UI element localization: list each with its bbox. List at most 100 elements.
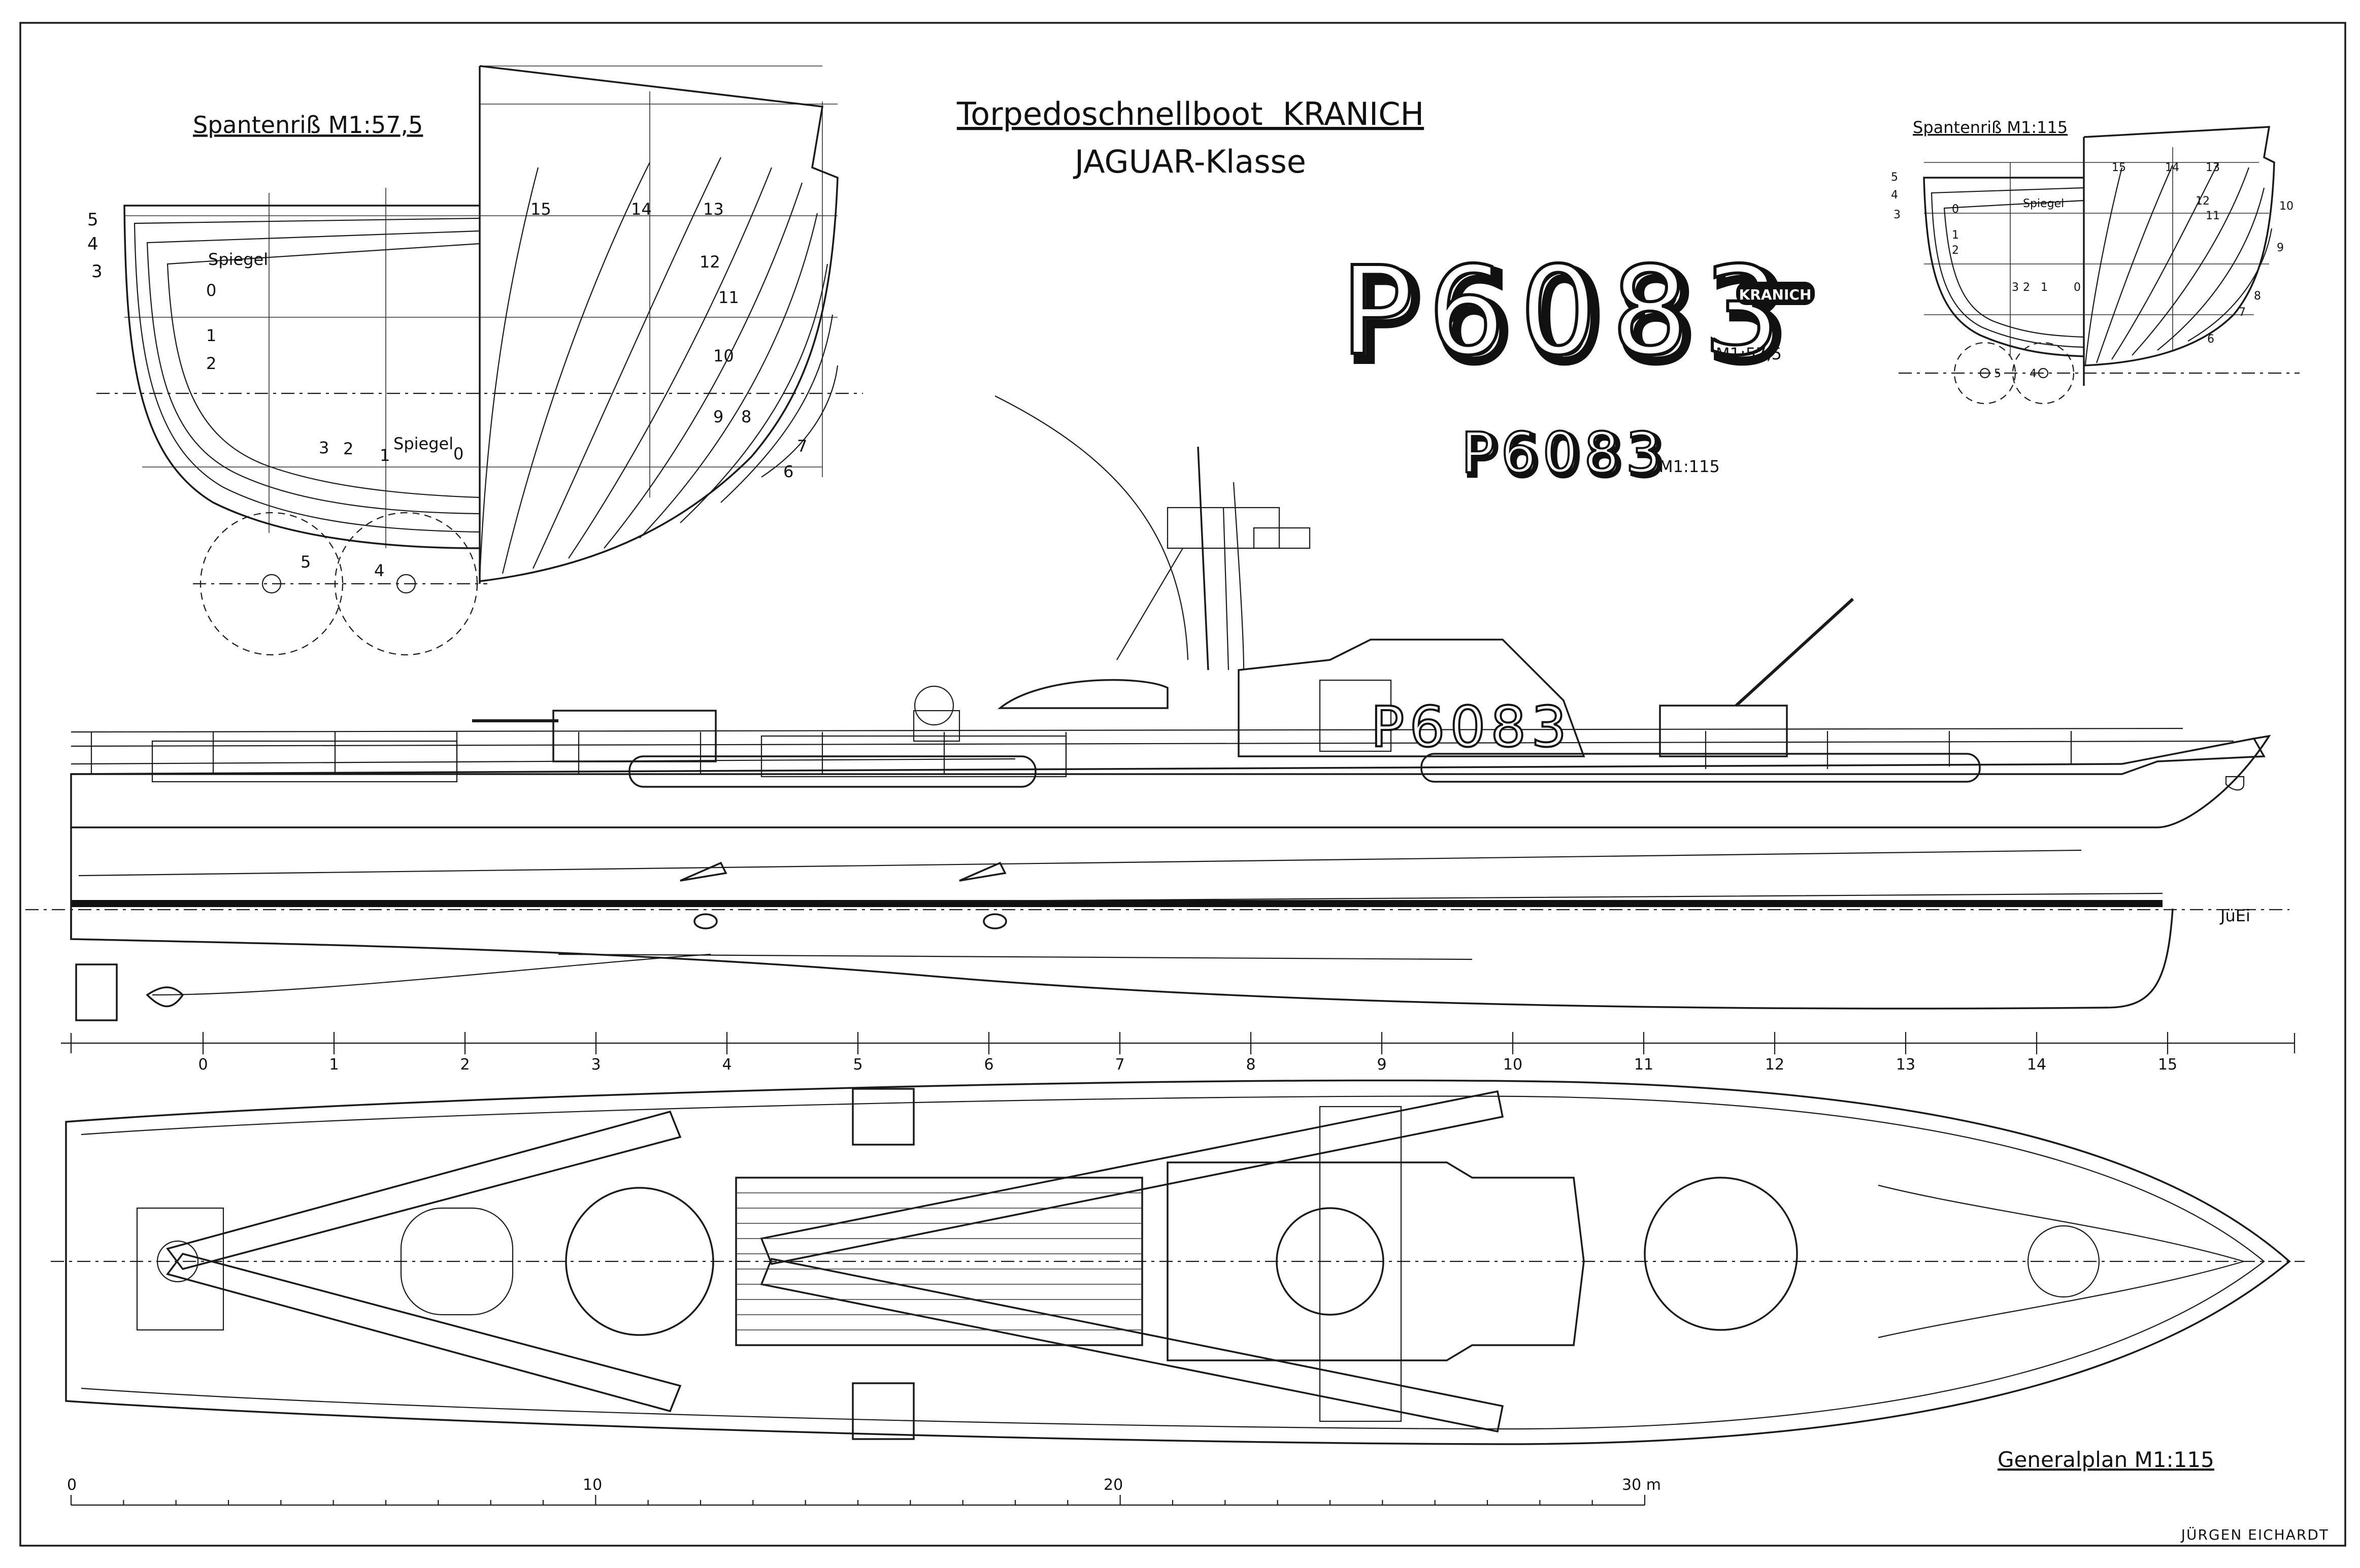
- scale-bar-30: 30 m: [1622, 1476, 1661, 1494]
- body-plan-large-lower-4: 4: [374, 561, 384, 580]
- frame-station-label: 4: [722, 1056, 732, 1074]
- frame-station-label: 5: [853, 1056, 862, 1074]
- plan-bridge: [1167, 1161, 1585, 1361]
- hull-number-large: P6083: [1340, 240, 1795, 382]
- body-plan-small-fore-14: 14: [2165, 161, 2179, 174]
- title-line-2: JAGUAR-Klasse: [1073, 143, 1306, 180]
- title-line-1: Torpedoschnellboot KRANICH: [956, 95, 1424, 132]
- body-plan-small-label-0: 0: [1952, 203, 1959, 216]
- body-plan-small-fore-9: 9: [2277, 242, 2284, 254]
- hull-number-small-shadow: P6083: [1464, 423, 1670, 488]
- plan-torpedo-tube-port-fore: [760, 1090, 1504, 1265]
- body-plan-large-title: Spantenriß M1:57,5: [193, 111, 423, 139]
- body-plan-large-grid: [124, 65, 838, 548]
- profile-torpedo-tube-aft: [628, 755, 1037, 788]
- hull-number-large-scale: M1:57,5: [1716, 344, 1782, 363]
- body-plan-small-label-3: 3: [1893, 209, 1901, 221]
- body-plan-large-fore-section-8: [720, 314, 834, 503]
- profile-mast: [1197, 446, 1209, 671]
- frame-station-label: 1: [329, 1056, 339, 1074]
- profile-underwater-hull: [70, 908, 2174, 1010]
- body-plan-large-fore-15: 15: [530, 199, 551, 219]
- body-plan-large-aft-section-5: [123, 205, 480, 549]
- plan-engine-grating: [735, 1177, 1143, 1346]
- profile-fore-gun: [1659, 705, 1788, 757]
- body-plan-large-fore-12: 12: [700, 252, 720, 272]
- body-plan-small-lower-0: 0: [2074, 281, 2081, 294]
- scale-bar-0: 0: [67, 1476, 77, 1494]
- body-plan-large-fore-section-7: [761, 365, 839, 478]
- plan-torpedo-tube-stbd-fore: [760, 1257, 1504, 1433]
- profile-rudder: [75, 963, 118, 1021]
- body-plan-large-spiegel-lower: Spiegel: [393, 434, 453, 453]
- body-plan-small-label-1: 1: [1952, 229, 1959, 242]
- body-plan-large-fore-section-10: [639, 213, 818, 539]
- frame-station-label: 12: [1765, 1056, 1784, 1074]
- profile-bridge-panel: [1319, 679, 1392, 752]
- body-plan-large-lower-0: 0: [453, 444, 463, 463]
- plan-forward-hatch: [2027, 1225, 2100, 1298]
- body-plan-large-lower-5: 5: [301, 552, 311, 572]
- designer-mark: JüEi: [2219, 906, 2250, 925]
- frame-station-label: 6: [984, 1056, 993, 1074]
- body-plan-large-fore-section-14: [502, 162, 650, 574]
- body-plan-large-fore-section-15: [479, 167, 539, 579]
- body-plan-large-label-0: 0: [206, 281, 216, 300]
- body-plan-small-title: Spantenriß M1:115: [1913, 118, 2068, 137]
- body-plan-small-fore-12: 12: [2196, 195, 2210, 208]
- body-plan-large-fore-6: 6: [783, 462, 793, 481]
- nameplate-label: KRANICH: [1739, 286, 1812, 303]
- profile-propeller: [146, 986, 184, 1008]
- body-plan-small-fore-15: 15: [2112, 161, 2126, 174]
- body-plan-large-fore-13: 13: [703, 199, 724, 219]
- body-plan-small-spiegel: Spiegel: [2023, 197, 2064, 210]
- plan-torpedo-tube-stbd-aft: [166, 1253, 682, 1413]
- body-plan-large-aft-section-3: [146, 230, 480, 515]
- body-plan-large-fore-outline: [479, 65, 839, 582]
- profile-side-marking: P6083: [1371, 694, 1572, 759]
- body-plan-large-fore-section-11: [604, 182, 803, 549]
- body-plan-large-lower-3: 3: [319, 438, 329, 457]
- body-plan-small-fore-13: 13: [2206, 161, 2220, 174]
- body-plan-small-label-5: 5: [1891, 171, 1898, 184]
- hull-number-small-scale: M1:115: [1659, 457, 1720, 476]
- profile-torpedo-tube-fore: [1420, 753, 1981, 783]
- body-plan-large-fore-section-12: [568, 167, 773, 559]
- author-credit: JÜRGEN EICHARDT: [2180, 1526, 2329, 1543]
- frame-station-label: 11: [1634, 1056, 1653, 1074]
- frame-station-label: 10: [1503, 1056, 1522, 1074]
- profile-aft-gun: [552, 710, 717, 762]
- body-plan-small-label-2: 2: [1952, 244, 1959, 257]
- hull-number-large-shadow: P6083: [1346, 246, 1801, 388]
- frame-station-label: 13: [1896, 1056, 1915, 1074]
- body-plan-large-fore-10: 10: [713, 346, 734, 365]
- body-plan-small-fore-7: 7: [2239, 306, 2246, 319]
- profile-dinghy: [998, 679, 1169, 709]
- plan-fore-gun: [1644, 1177, 1798, 1331]
- general-plan: Generalplan M1:115: [51, 1079, 2305, 1472]
- body-plan-large-lower-2: 2: [343, 439, 353, 458]
- body-plan-large-lower-1: 1: [380, 446, 390, 465]
- profile-hull-outline: [70, 735, 2271, 828]
- frame-station-label: 14: [2027, 1056, 2046, 1074]
- body-plan-small-fore-6: 6: [2207, 333, 2214, 346]
- body-plan-large-fore-7: 7: [797, 437, 807, 456]
- frame-station-label: 0: [198, 1056, 208, 1074]
- body-plan-large-fore-8: 8: [741, 407, 751, 426]
- frame-station-label: 9: [1377, 1056, 1386, 1074]
- side-profile: P6083 JüEi: [25, 395, 2289, 1021]
- hull-number-block: P6083 P6083 M1:57,5 KRANICH P6083 P6083 …: [1339, 239, 1815, 491]
- frame-station-label: 15: [2158, 1056, 2177, 1074]
- plan-aft-gun: [565, 1187, 714, 1336]
- scale-bar: 0 10 20 30 m: [67, 1476, 1661, 1506]
- body-plan-small-fore-11: 11: [2206, 210, 2220, 222]
- frame-station-label: 2: [460, 1056, 470, 1074]
- general-plan-title: Generalplan M1:115: [1998, 1447, 2214, 1472]
- profile-bridge: [1238, 639, 1585, 757]
- body-plan-large-spiegel-upper: Spiegel: [208, 250, 268, 269]
- body-plan-large: Spantenriß M1:57,5: [87, 65, 863, 656]
- body-plan-small-lower-3: 3: [2012, 281, 2019, 294]
- sheet-border: [19, 22, 2346, 1547]
- body-plan-large-label-3: 3: [91, 261, 103, 282]
